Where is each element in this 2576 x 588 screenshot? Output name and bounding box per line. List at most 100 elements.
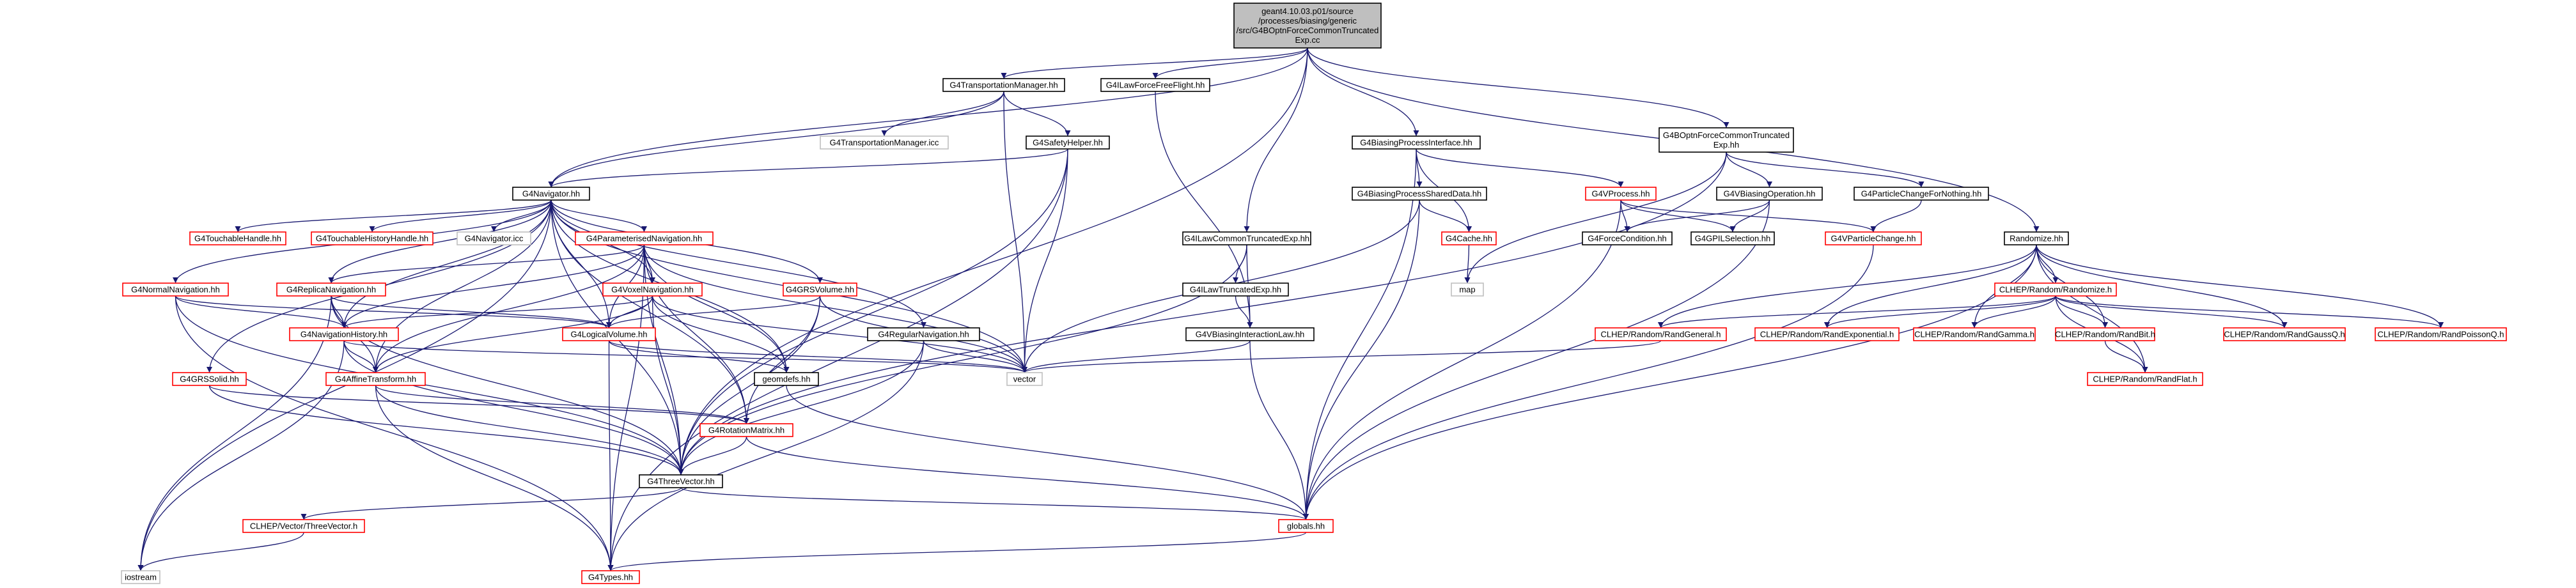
file-node-nh[interactable]: G4NavigationHistory.hh xyxy=(289,327,399,341)
file-node-label: G4GRSVolume.hh xyxy=(786,285,854,295)
edge xyxy=(1001,47,1308,79)
file-node-label: G4ILawTruncatedExp.hh xyxy=(1190,285,1281,295)
include-edge-nh-tv xyxy=(343,340,684,476)
edge xyxy=(678,148,1068,476)
file-node-box xyxy=(1006,372,1043,386)
file-node-at[interactable]: G4AffineTransform.hh xyxy=(325,372,426,386)
file-node-gdefs[interactable]: geomdefs.hh xyxy=(754,372,819,386)
include-edge-vbil-globals xyxy=(1249,340,1309,520)
file-node-rbit[interactable]: CLHEP/Random/RandBit.h xyxy=(2055,327,2155,341)
include-edge-bpi-vproc xyxy=(1416,148,1624,188)
file-node-rflat[interactable]: CLHEP/Random/RandFlat.h xyxy=(2087,372,2203,386)
edge xyxy=(550,199,647,233)
file-node-rpq[interactable]: CLHEP/Random/RandPoissonQ.h xyxy=(2375,327,2507,341)
file-node-rand[interactable]: Randomize.hh xyxy=(2004,231,2069,245)
file-node-label: /src/G4BOptnForceCommonTruncated xyxy=(1237,26,1379,35)
edge xyxy=(1658,295,2056,329)
file-node-pnav[interactable]: G4ParameterisedNavigation.hh xyxy=(575,231,714,245)
file-node-label: G4Navigator.icc xyxy=(465,234,524,244)
file-node-gsolid[interactable]: G4GRSSolid.hh xyxy=(172,372,247,386)
file-node-label: G4GPILSelection.hh xyxy=(1695,234,1771,244)
file-node-label: G4GRSSolid.hh xyxy=(180,375,239,384)
edge xyxy=(341,199,552,329)
file-node-label: iostream xyxy=(125,573,157,582)
file-node-lv[interactable]: G4LogicalVolume.hh xyxy=(562,327,656,341)
file-node-rgen[interactable]: CLHEP/Random/RandGeneral.h xyxy=(1595,327,1727,341)
file-node-lte[interactable]: G4ILawTruncatedExp.hh xyxy=(1182,282,1289,297)
file-node-rgam[interactable]: CLHEP/Random/RandGamma.h xyxy=(1913,327,2036,341)
include-edge-nh-vector xyxy=(343,340,1027,373)
file-node-vbo[interactable]: G4VBiasingOperation.hh xyxy=(1716,187,1823,201)
file-node-tv[interactable]: G4ThreeVector.hh xyxy=(639,474,723,488)
file-node-bpsd[interactable]: G4BiasingProcessSharedData.hh xyxy=(1352,187,1487,201)
edge xyxy=(608,340,1027,373)
file-node-th[interactable]: G4TouchableHandle.hh xyxy=(189,231,286,245)
file-node-crand[interactable]: CLHEP/Random/Randomize.h xyxy=(1994,282,2117,297)
edge xyxy=(373,244,645,373)
file-node-globals[interactable]: globals.hh xyxy=(1278,519,1334,533)
file-node-vpc[interactable]: G4VParticleChange.hh xyxy=(1825,231,1922,245)
file-node-vbil[interactable]: G4VBiasingInteractionLaw.hh xyxy=(1185,327,1315,341)
file-node-box xyxy=(1233,3,1382,49)
edge xyxy=(2055,295,2288,329)
file-node-rgq[interactable]: CLHEP/Random/RandGaussQ.h xyxy=(2223,327,2346,341)
file-node-fc[interactable]: G4ForceCondition.hh xyxy=(1582,231,1673,245)
include-edge-rand-rgen xyxy=(1658,244,2037,329)
file-node-ctv[interactable]: CLHEP/Vector/ThreeVector.h xyxy=(242,519,365,533)
file-node-grs[interactable]: G4GRSVolume.hh xyxy=(783,282,857,297)
include-edge-vproc-vpc xyxy=(1620,199,1877,233)
edge xyxy=(643,244,1027,373)
edge xyxy=(369,199,552,233)
file-node-regnav[interactable]: G4RegularNavigation.hh xyxy=(867,327,980,341)
include-edge-vnav-vector xyxy=(652,295,1027,373)
include-edge-pnav-nh xyxy=(341,244,645,329)
include-edge-nav-at xyxy=(373,199,552,373)
file-node-types[interactable]: G4Types.hh xyxy=(581,570,640,584)
file-node-label: G4ParticleChangeForNothing.hh xyxy=(1861,189,1982,199)
edge xyxy=(1419,199,1472,233)
file-node-rnav[interactable]: G4ReplicaNavigation.hh xyxy=(276,282,386,297)
include-edge-lv-gdefs xyxy=(608,340,790,373)
edge xyxy=(375,385,614,571)
edge xyxy=(548,91,1004,188)
include-edge-pnav-gdefs xyxy=(643,244,790,373)
file-node-thh[interactable]: G4TouchableHistoryHandle.hh xyxy=(311,231,433,245)
file-node-root[interactable]: geant4.10.03.p01/source/processes/biasin… xyxy=(1233,3,1382,49)
file-node-gpil[interactable]: G4GPILSelection.hh xyxy=(1690,231,1775,245)
file-node-box xyxy=(1994,282,2117,297)
file-node-label: G4ReplicaNavigation.hh xyxy=(286,285,376,295)
file-node-nnav[interactable]: G4NormalNavigation.hh xyxy=(122,282,229,297)
file-node-box xyxy=(189,231,286,245)
file-node-tm[interactable]: G4TransportationManager.hh xyxy=(942,78,1065,92)
file-node-box xyxy=(2087,372,2203,386)
edge xyxy=(1152,47,1308,79)
include-edge-crand-rgq xyxy=(2055,295,2288,329)
file-node-box xyxy=(1595,327,1727,341)
file-node-rm[interactable]: G4RotationMatrix.hh xyxy=(699,423,793,437)
file-node-pcfn[interactable]: G4ParticleChangeForNothing.hh xyxy=(1854,187,1989,201)
file-node-box xyxy=(1182,231,1311,245)
file-node-bpi[interactable]: G4BiasingProcessInterface.hh xyxy=(1352,135,1481,150)
file-node-label: map xyxy=(1459,285,1475,295)
edge xyxy=(1620,199,1736,233)
include-edge-rnav-lv xyxy=(331,295,612,329)
edge xyxy=(175,295,614,571)
file-node-box xyxy=(1451,282,1484,297)
edge xyxy=(2036,244,2444,329)
file-node-safety[interactable]: G4SafetyHelper.hh xyxy=(1026,135,1110,150)
file-node-box xyxy=(512,187,590,201)
file-node-lfff[interactable]: G4ILawForceFreeFlight.hh xyxy=(1100,78,1210,92)
edge xyxy=(2036,244,2148,373)
edge xyxy=(1244,47,1308,233)
edge xyxy=(208,385,684,476)
file-node-lcte[interactable]: G4ILawCommonTruncatedExp.hh xyxy=(1182,231,1311,245)
file-node-rexp[interactable]: CLHEP/Random/RandExponential.h xyxy=(1754,327,1900,341)
file-node-vnav[interactable]: G4VoxelNavigation.hh xyxy=(602,282,703,297)
file-node-nav[interactable]: G4Navigator.hh xyxy=(512,187,590,201)
file-node-label: G4ForceCondition.hh xyxy=(1588,234,1667,244)
file-node-vproc[interactable]: G4VProcess.hh xyxy=(1585,187,1657,201)
file-node-cache[interactable]: G4Cache.hh xyxy=(1441,231,1497,245)
file-node-label: CLHEP/Vector/ThreeVector.h xyxy=(250,522,357,531)
file-nodes: geant4.10.03.p01/source/processes/biasin… xyxy=(121,3,2507,584)
